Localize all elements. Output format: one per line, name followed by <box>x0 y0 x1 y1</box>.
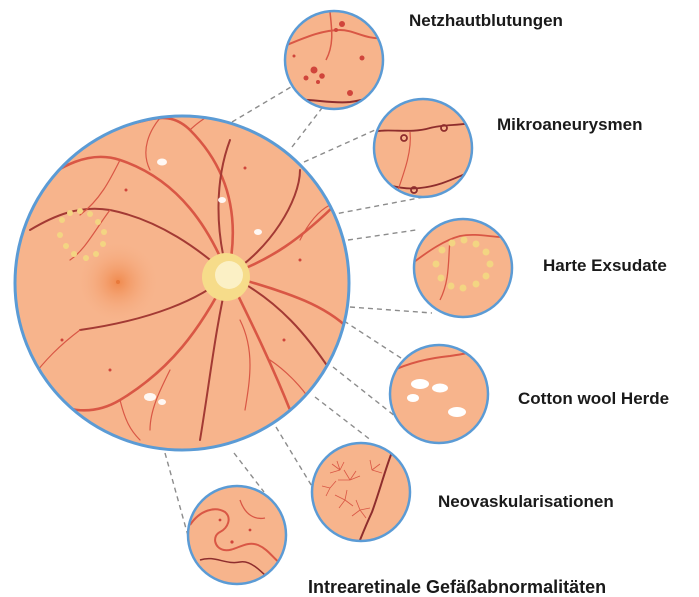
label-intraretinale-gefaessabnormalitaeten: Intrearetinale Gefäßabnormalitäten <box>308 578 606 596</box>
leader-line-mikroaneurysmen-2 <box>330 197 424 215</box>
label-netzhautblutungen: Netzhautblutungen <box>409 12 563 29</box>
leader-line-cotton-wool <box>344 321 404 360</box>
leader-line-netzhautblutungen <box>232 84 296 122</box>
detail-intraretinale-gefaessabnormalitaeten <box>188 486 286 584</box>
leader-line-netzhautblutungen-2 <box>292 108 322 147</box>
label-neovaskularisationen: Neovaskularisationen <box>438 493 614 510</box>
detail-netzhautblutungen <box>284 11 385 109</box>
label-mikroaneurysmen: Mikroaneurysmen <box>497 116 643 133</box>
leader-line-mikroaneurysmen <box>304 130 375 162</box>
leader-line-harte-exsudate-2 <box>350 307 432 313</box>
detail-mikroaneurysmen <box>372 99 475 197</box>
leader-line-harte-exsudate <box>348 230 416 240</box>
leader-line-neovaskularisation-2 <box>276 427 313 488</box>
detail-harte-exsudate <box>414 219 512 317</box>
leader-line-irma-2 <box>165 453 190 543</box>
detail-neovaskularisationen <box>312 443 410 545</box>
label-cotton-wool-herde: Cotton wool Herde <box>518 390 669 407</box>
leader-line-neovaskularisation <box>315 397 372 441</box>
optic-disc <box>202 253 250 301</box>
label-harte-exsudate: Harte Exsudate <box>543 257 667 274</box>
detail-cotton-wool-herde <box>390 345 488 443</box>
retina-fundus <box>15 112 350 450</box>
